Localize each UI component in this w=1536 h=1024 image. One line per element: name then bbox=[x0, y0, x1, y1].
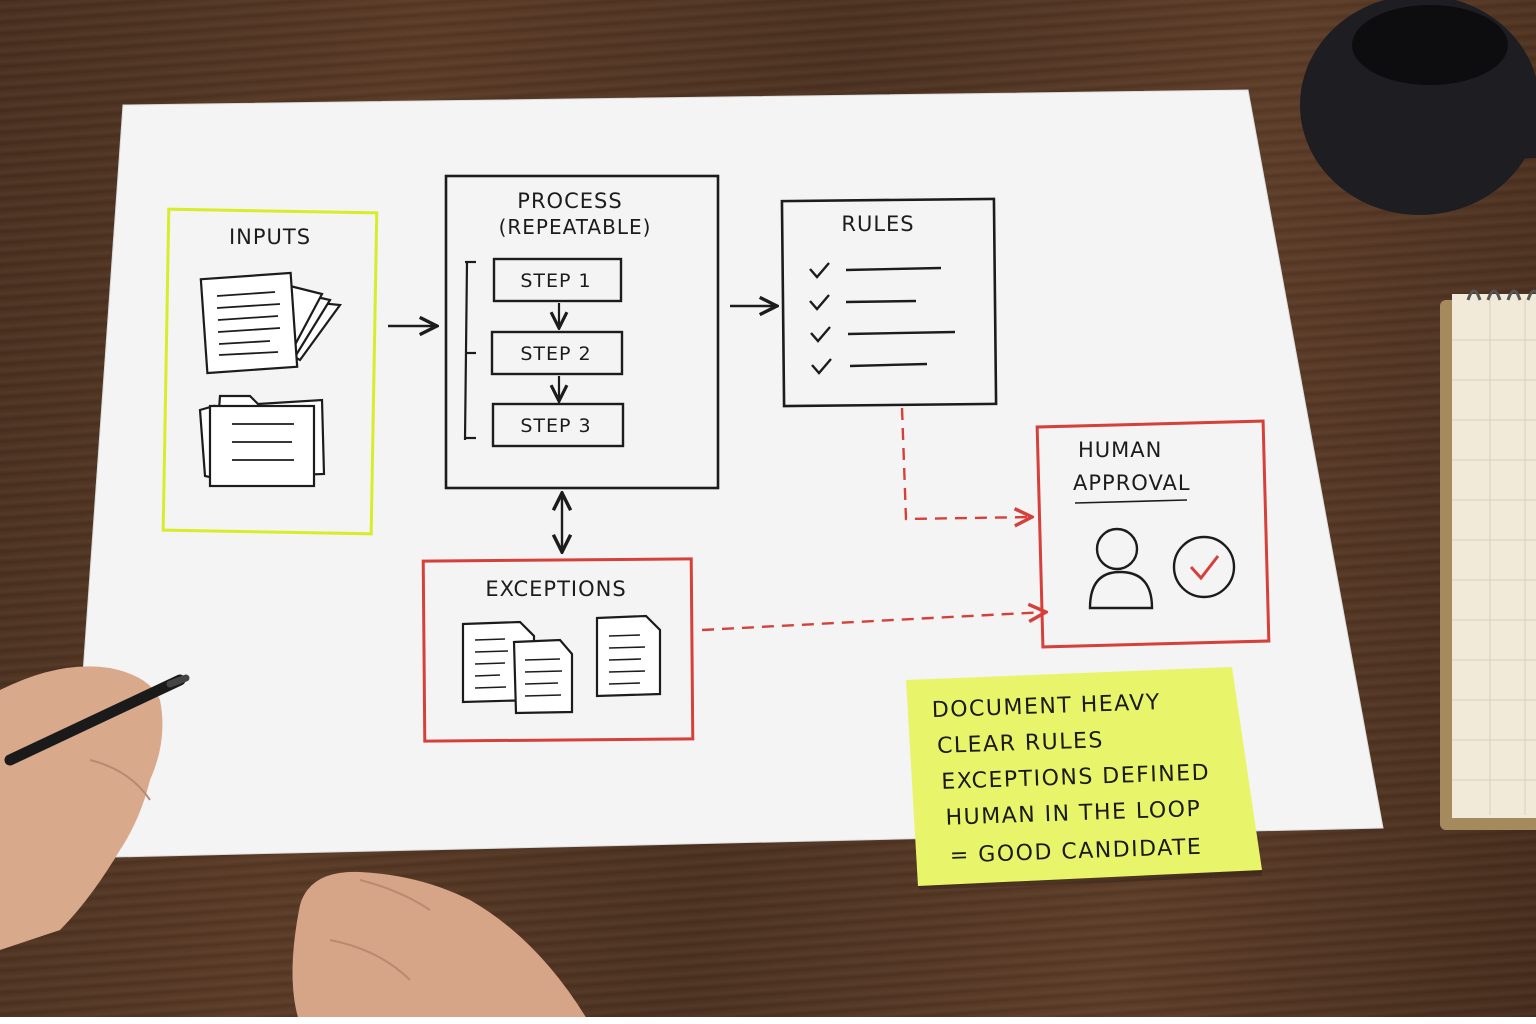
resting-hand bbox=[292, 871, 590, 1024]
writing-hand bbox=[0, 666, 190, 950]
exceptions-box: EXCEPTIONS bbox=[421, 557, 695, 743]
rules-checklist bbox=[809, 262, 956, 375]
paper-sheet bbox=[69, 89, 1384, 859]
human-approval-box: HUMAN APPROVAL bbox=[1035, 419, 1271, 649]
exception-document-icon bbox=[595, 614, 662, 698]
coffee-mug bbox=[1300, 0, 1536, 215]
spiral-notebook bbox=[1440, 289, 1536, 830]
process-bracket bbox=[463, 260, 476, 441]
arrow-rules-to-approval bbox=[900, 407, 1032, 519]
person-icon bbox=[1088, 527, 1154, 610]
rules-title: RULES bbox=[841, 212, 914, 236]
sticky-line-2: CLEAR RULES bbox=[937, 728, 1105, 759]
process-title: PROCESS bbox=[517, 189, 622, 213]
inputs-title: INPUTS bbox=[229, 225, 311, 249]
approval-check-icon bbox=[1172, 535, 1236, 599]
documents-stack-icon bbox=[199, 271, 343, 375]
process-step-3: STEP 3 bbox=[491, 402, 625, 448]
rules-box: RULES bbox=[780, 197, 998, 408]
sticky-note: DOCUMENT HEAVY CLEAR RULES EXCEPTIONS DE… bbox=[906, 667, 1262, 890]
folder-icon bbox=[198, 394, 326, 488]
step-1-label: STEP 1 bbox=[520, 270, 591, 292]
process-step-1: STEP 1 bbox=[492, 257, 623, 303]
process-step-2: STEP 2 bbox=[490, 330, 624, 376]
approval-title-line1: HUMAN bbox=[1078, 438, 1162, 462]
step-3-label: STEP 3 bbox=[520, 415, 591, 437]
arrow-exceptions-to-approval bbox=[701, 612, 1046, 632]
bottom-border bbox=[0, 1017, 1536, 1024]
exceptions-title: EXCEPTIONS bbox=[485, 577, 626, 601]
exception-documents-icon bbox=[461, 620, 574, 715]
step-2-label: STEP 2 bbox=[520, 343, 591, 365]
process-subtitle: (REPEATABLE) bbox=[499, 215, 652, 239]
inputs-box: INPUTS bbox=[161, 207, 379, 536]
approval-title-line2: APPROVAL bbox=[1073, 471, 1191, 495]
process-box: PROCESS (REPEATABLE) STEP 1 STEP 2 STEP … bbox=[444, 174, 720, 490]
